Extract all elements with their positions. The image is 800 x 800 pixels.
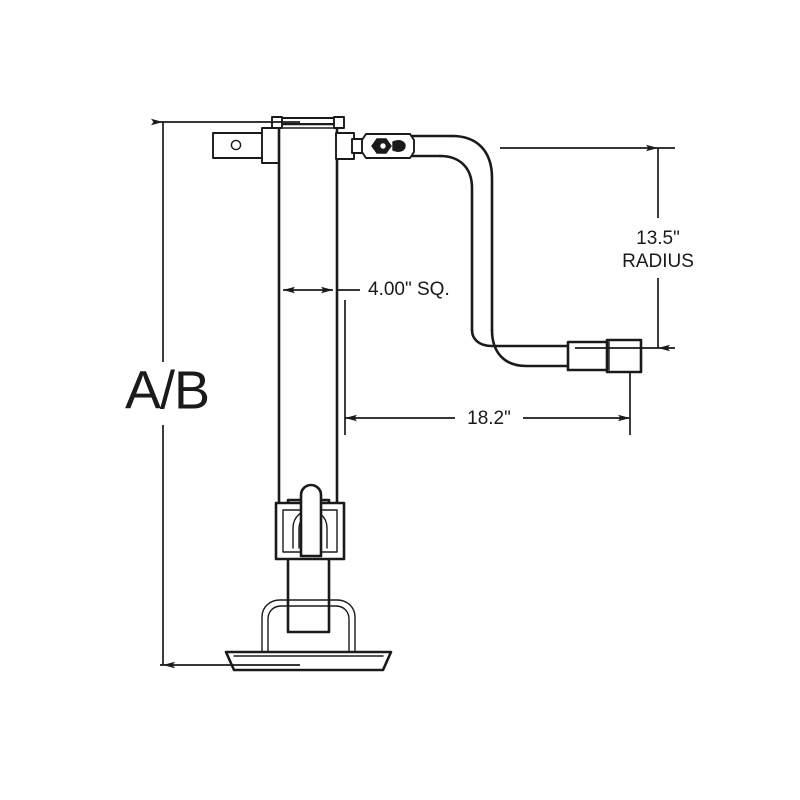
handle-radius-label-word: RADIUS: [622, 251, 694, 272]
foot-plate: [224, 650, 393, 672]
pin-collar: [274, 483, 346, 561]
mounting-bracket-ear: [212, 127, 281, 164]
crank-handle: [410, 134, 572, 368]
tube-width-dimension: 4.00" SQ.: [278, 270, 450, 310]
handle-reach-label: 18.2": [467, 408, 511, 429]
handle-grip: [566, 338, 643, 374]
foot-bracket: [261, 599, 356, 653]
coupler-bolt: [371, 138, 406, 154]
gearbox-coupler: [361, 133, 415, 159]
overall-height-label: A/B: [125, 360, 209, 420]
handle-radius-label-value: 13.5": [636, 228, 680, 249]
handle-radius-dimension: 13.5" RADIUS: [500, 144, 694, 352]
outer-tube: [277, 122, 339, 516]
handle-reach-dimension: 18.2": [344, 300, 631, 435]
overall-height-dimension: A/B: [125, 118, 300, 669]
tube-width-label: 4.00" SQ.: [368, 279, 450, 300]
